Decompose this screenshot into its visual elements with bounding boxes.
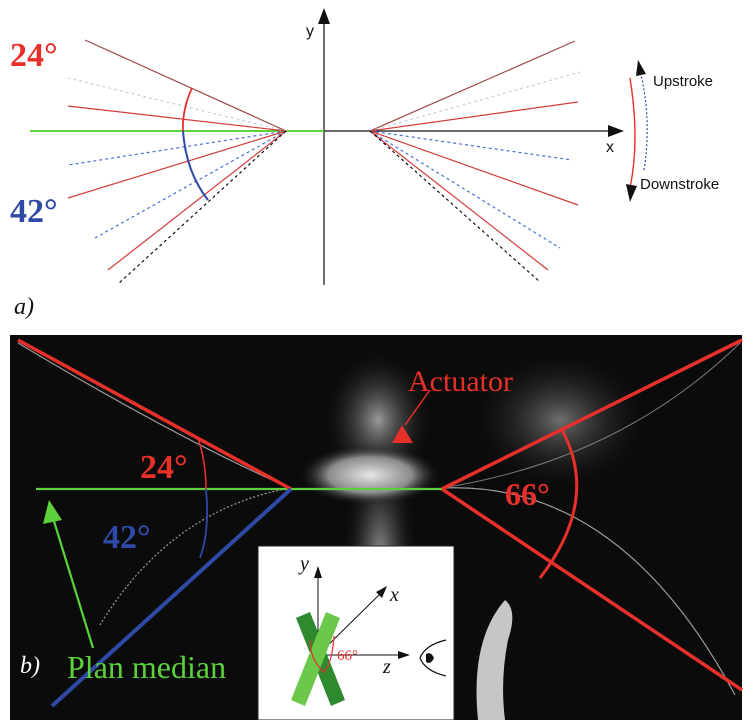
panel-b: 24° 42° 66° Actuator Plan median b) y x … — [10, 335, 743, 720]
inset-axis-y: y — [298, 553, 309, 575]
y-axis-arrowhead — [318, 8, 330, 24]
right-wing-lines — [369, 40, 581, 283]
inset-box — [257, 545, 455, 720]
left-wing-lines — [67, 39, 287, 285]
angle-label-24: 24° — [10, 37, 58, 74]
downstroke-arrow — [629, 77, 636, 189]
wing-trace-upper-left — [17, 342, 291, 489]
photo-glow-center — [300, 445, 440, 505]
x-axis-label: x — [606, 139, 614, 156]
plan-median-label: Plan median — [67, 649, 226, 685]
plan-median-arrowhead — [43, 500, 62, 524]
panel-a-label: a) — [14, 294, 34, 320]
photo-glow-right — [470, 350, 650, 490]
upstroke-arrow — [639, 69, 648, 171]
wing-line-upper-left — [17, 338, 292, 491]
y-axis-label: y — [306, 23, 314, 40]
angle-arc-66-b — [538, 429, 579, 579]
angle-arc-42 — [182, 130, 209, 201]
plan-median-arrow — [51, 517, 95, 649]
inset-wing-front — [291, 612, 340, 706]
stroke-legend: Upstroke Downstroke — [626, 60, 719, 202]
angle-arc-24 — [182, 87, 193, 132]
upstroke-label: Upstroke — [653, 73, 713, 90]
wing-line-lower-right — [441, 487, 743, 692]
inset-angle-arc — [309, 635, 335, 673]
wing-line-upper-right — [441, 338, 743, 491]
panel-b-label: b) — [20, 653, 40, 679]
angle-label-42-b: 42° — [103, 519, 151, 556]
actuator-pointer — [404, 389, 431, 426]
wing-trace-upper-right — [441, 342, 741, 489]
wing-trace-right — [441, 487, 736, 696]
angle-label-42: 42° — [10, 193, 58, 230]
panel-a: y x 24° 42° — [10, 8, 719, 320]
wing-trace-lower-left — [99, 487, 291, 626]
inset-axis-x: x — [389, 584, 399, 606]
downstroke-label: Downstroke — [640, 176, 719, 193]
wing-line-lower-left — [50, 487, 293, 708]
angle-arc-42-b — [199, 488, 209, 559]
photo-reflection — [476, 600, 513, 720]
actuator-marker — [392, 425, 413, 443]
x-axis-arrowhead — [608, 125, 624, 137]
orientation-inset: y x z 66° — [257, 545, 455, 720]
angle-label-24-b: 24° — [140, 449, 188, 486]
inset-angle-label: 66° — [337, 648, 358, 664]
eye-icon — [419, 639, 447, 677]
angle-arc-24-b — [197, 437, 207, 490]
actuator-label: Actuator — [408, 365, 513, 398]
inset-axis-z: z — [382, 656, 391, 678]
angle-label-66-b: 66° — [505, 476, 550, 512]
